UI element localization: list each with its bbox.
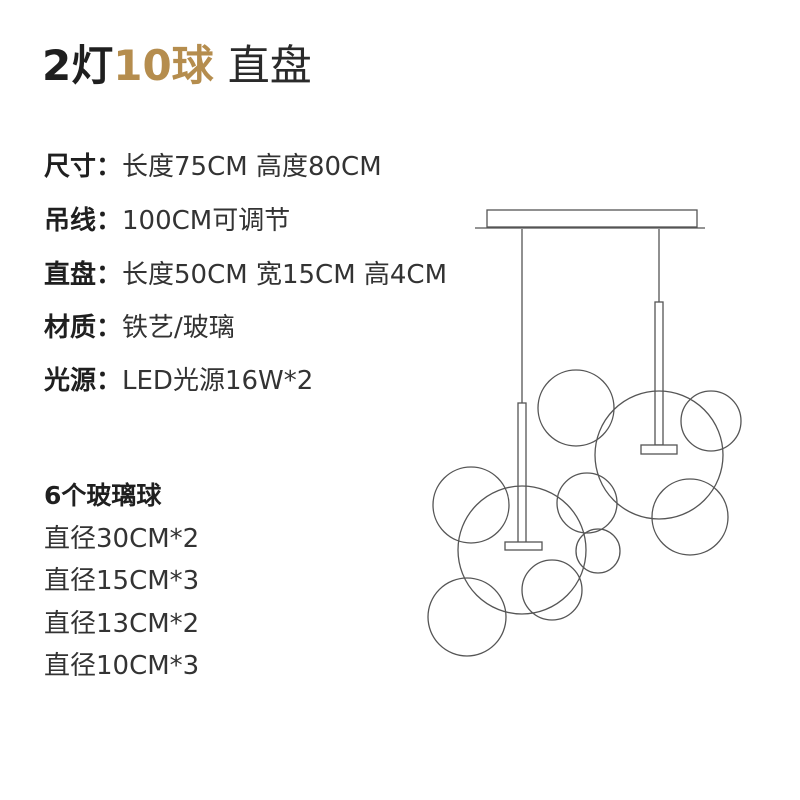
globe [556,472,618,534]
globe [427,577,507,657]
spec-material: 材质：铁艺/玻璃 [44,311,235,345]
globe [537,369,615,447]
spec-cable-value: 100CM可调节 [122,206,291,236]
globe [432,466,510,544]
spec-plate-label: 直盘： [44,260,123,290]
title-lights-count: 2灯 [42,41,114,90]
right-lamp-head [640,444,678,455]
globe [651,478,729,556]
globe [680,390,742,452]
ball-spec-item: 直径15CM*3 [44,566,200,596]
left-rod [517,402,527,544]
spec-material-value: 铁艺/玻璃 [122,313,235,343]
left-lamp-head [504,541,543,551]
spec-size-value: 长度75CM 高度80CM [122,152,382,182]
title-plate-type: 直盘 [227,41,312,90]
title-balls-count: 10球 [113,41,214,90]
spec-plate-value: 长度50CM 宽15CM 高4CM [122,260,448,290]
ball-spec-item: 直径10CM*3 [44,651,200,681]
right-rod [654,301,664,446]
globe [521,559,583,621]
product-title: 2灯10球直盘 [42,40,312,92]
globe [575,528,621,574]
balls-heading: 6个玻璃球 [44,481,162,510]
spec-light-source: 光源：LED光源16W*2 [44,364,313,398]
globe [457,485,587,615]
spec-cable: 吊线：100CM可调节 [44,204,290,238]
ball-spec-item: 直径13CM*2 [44,609,200,639]
spec-light-source-label: 光源： [44,366,123,396]
ball-spec-item: 直径30CM*2 [44,524,200,554]
spec-size: 尺寸：长度75CM 高度80CM [44,150,382,184]
spec-light-source-value: LED光源16W*2 [122,366,314,396]
globe [594,390,724,520]
spec-cable-label: 吊线： [44,206,123,236]
ceiling-plate [486,209,698,228]
spec-material-label: 材质： [44,313,123,343]
spec-size-label: 尺寸： [44,152,123,182]
spec-plate: 直盘：长度50CM 宽15CM 高4CM [44,258,447,292]
